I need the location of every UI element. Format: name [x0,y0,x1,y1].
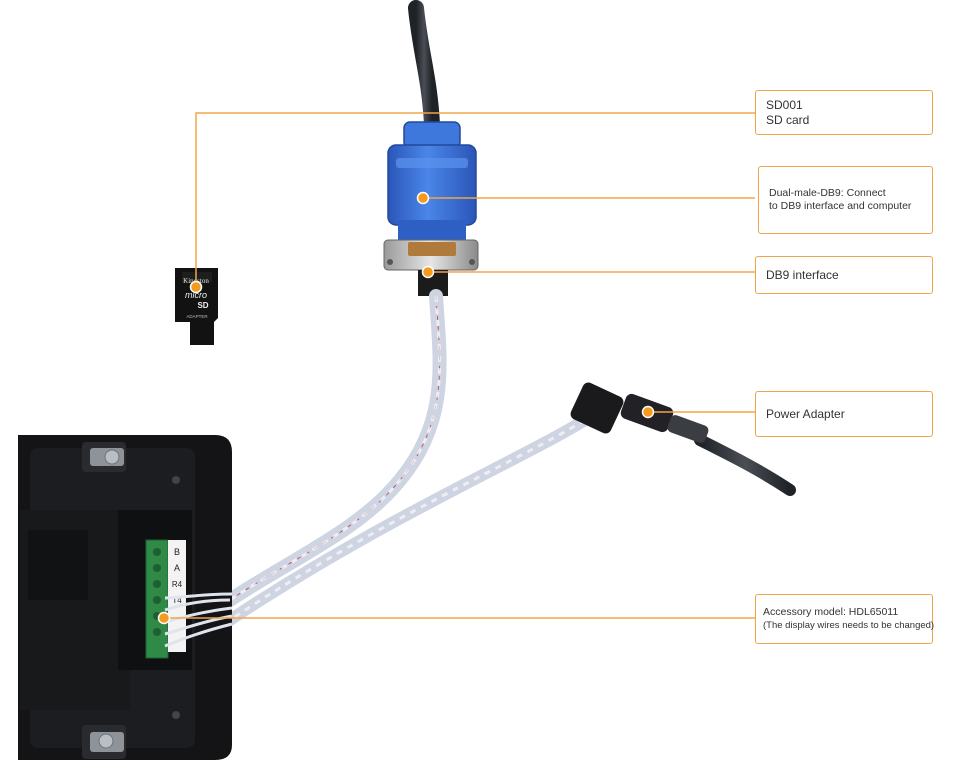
callout-accessory-model: Accessory model: HDL65011 (The display w… [755,594,935,644]
display-device [18,435,232,760]
callout-sd-card-line-1: SD001 [766,97,803,112]
sd-card-image [175,268,218,345]
callout-sd-card-line-2: SD card [766,112,810,127]
callout-dual-male-db9: Dual-male-DB9: Connect to DB9 interface … [758,166,933,234]
callout-db9-interface-line-1: DB9 interface [766,267,839,282]
callout-power-adapter: Power Adapter [755,391,933,437]
terminal-label-a: A [174,563,180,573]
callout-dots [157,191,655,625]
callout-accessory-model-line-1: Accessory model: HDL65011 [763,606,899,618]
callout-sd-card: SD001 SD card [755,90,933,135]
callout-db9-interface: DB9 interface [755,256,933,294]
callout-dual-male-db9-line-2: to DB9 interface and computer [769,200,912,212]
callout-power-adapter-line-1: Power Adapter [766,406,845,421]
sd-card-adapter-text: ADAPTER [186,314,208,319]
computer-cable [408,0,440,133]
dual-male-db9-connector [387,121,477,242]
callout-accessory-model-line-2: (The display wires needs to be changed) [763,620,935,631]
terminal-label-t4: T4 [172,596,182,605]
callout-dual-male-db9-line-1: Dual-male-DB9: Connect [769,187,886,199]
terminal-label-r4: R4 [172,580,183,589]
sd-card-sd-text: SD [197,301,208,310]
terminal-label-b: B [174,547,180,557]
sd-card-micro-text: micro [185,290,207,300]
callout-leaders [164,112,755,619]
